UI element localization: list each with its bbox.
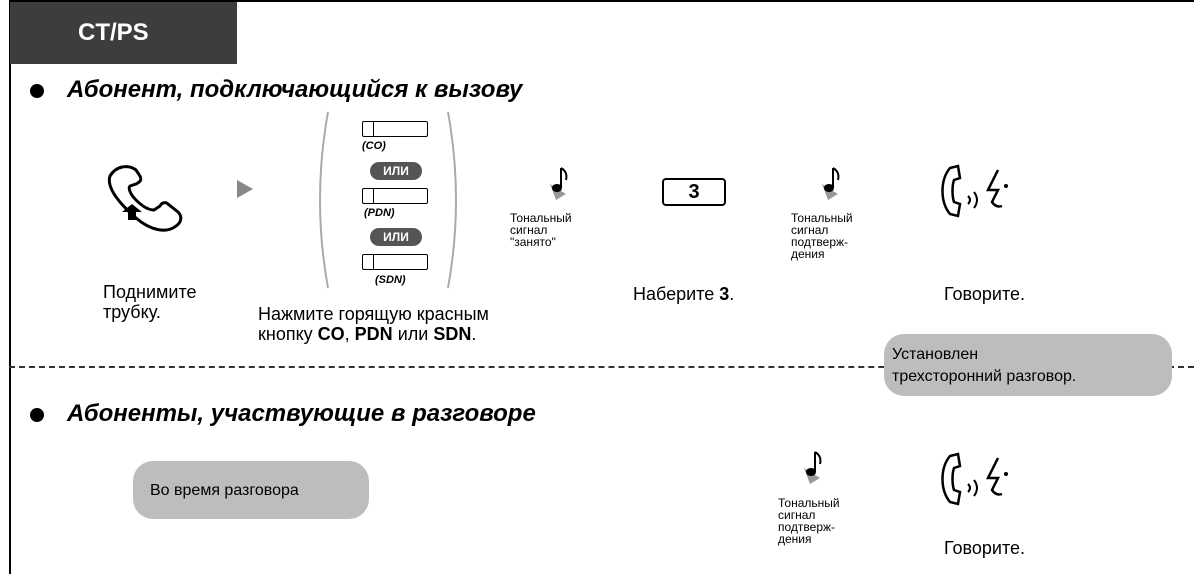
ili-badge-2: ИЛИ bbox=[370, 228, 422, 246]
talking-handset-icon bbox=[940, 162, 1018, 227]
talking-handset-icon-2 bbox=[940, 450, 1018, 515]
step1-label-line2: трубку. bbox=[103, 302, 161, 322]
tone3-line2: сигнал bbox=[778, 508, 816, 522]
sdn-key-label: (SDN) bbox=[375, 274, 406, 286]
tone2-line1: Тональный bbox=[791, 211, 853, 225]
left-bracket bbox=[310, 110, 330, 295]
co-key-label: (CO) bbox=[362, 140, 386, 152]
tone3-line1: Тональный bbox=[778, 496, 840, 510]
press-co: CO bbox=[317, 324, 345, 344]
during-call-label: Во время разговора bbox=[150, 482, 299, 499]
press-pdn: PDN bbox=[354, 324, 393, 344]
music-note-tone-icon-2 bbox=[822, 166, 842, 205]
tone1-line1: Тональный bbox=[510, 211, 572, 225]
dial-label: Наберите 3. bbox=[633, 284, 735, 304]
section-divider bbox=[9, 366, 1194, 368]
tone1-line2: сигнал bbox=[510, 223, 548, 237]
during-call-callout bbox=[133, 461, 369, 519]
tone2-line3: подтверж- bbox=[791, 235, 849, 249]
music-note-tone-icon bbox=[550, 166, 570, 205]
section2-heading: Абоненты, участвующие в разговоре bbox=[67, 400, 536, 427]
press-sdn: SDN bbox=[433, 324, 472, 344]
press-label-line2: кнопку CO, PDN или SDN. bbox=[258, 324, 477, 344]
dial-3-key[interactable]: 3 bbox=[662, 178, 726, 206]
section1-heading: Абонент, подключающийся к вызову bbox=[67, 76, 523, 103]
talk-label-2: Говорите. bbox=[944, 538, 1026, 558]
ili-badge-1: ИЛИ bbox=[370, 162, 422, 180]
step1-label-line1: Поднимите bbox=[103, 282, 197, 302]
bullet-1 bbox=[30, 84, 44, 98]
right-triangle-arrow-icon bbox=[237, 180, 253, 203]
established-line2: трехсторонний разговор. bbox=[892, 368, 1077, 385]
talk-label-1: Говорите. bbox=[944, 284, 1026, 304]
co-button[interactable] bbox=[362, 121, 428, 137]
sdn-button[interactable] bbox=[362, 254, 428, 270]
pdn-button[interactable] bbox=[362, 188, 428, 204]
music-note-tone-icon-3 bbox=[804, 450, 824, 489]
section-tab: CT/PS bbox=[10, 2, 237, 64]
handset-offhook-icon bbox=[106, 164, 188, 234]
top-border bbox=[9, 0, 1194, 2]
tone3-line3: подтверж- bbox=[778, 520, 836, 534]
established-callout bbox=[884, 334, 1172, 396]
tone1-line3: "занято" bbox=[510, 235, 556, 249]
established-line1: Установлен bbox=[892, 346, 979, 363]
tone2-line4: дения bbox=[791, 247, 825, 261]
bullet-2 bbox=[30, 408, 44, 422]
right-bracket bbox=[446, 110, 466, 295]
pdn-key-label: (PDN) bbox=[364, 207, 395, 219]
press-label-line1: Нажмите горящую красным bbox=[258, 304, 489, 324]
tone2-line2: сигнал bbox=[791, 223, 829, 237]
left-border bbox=[9, 0, 11, 574]
tone3-line4: дения bbox=[778, 532, 812, 546]
